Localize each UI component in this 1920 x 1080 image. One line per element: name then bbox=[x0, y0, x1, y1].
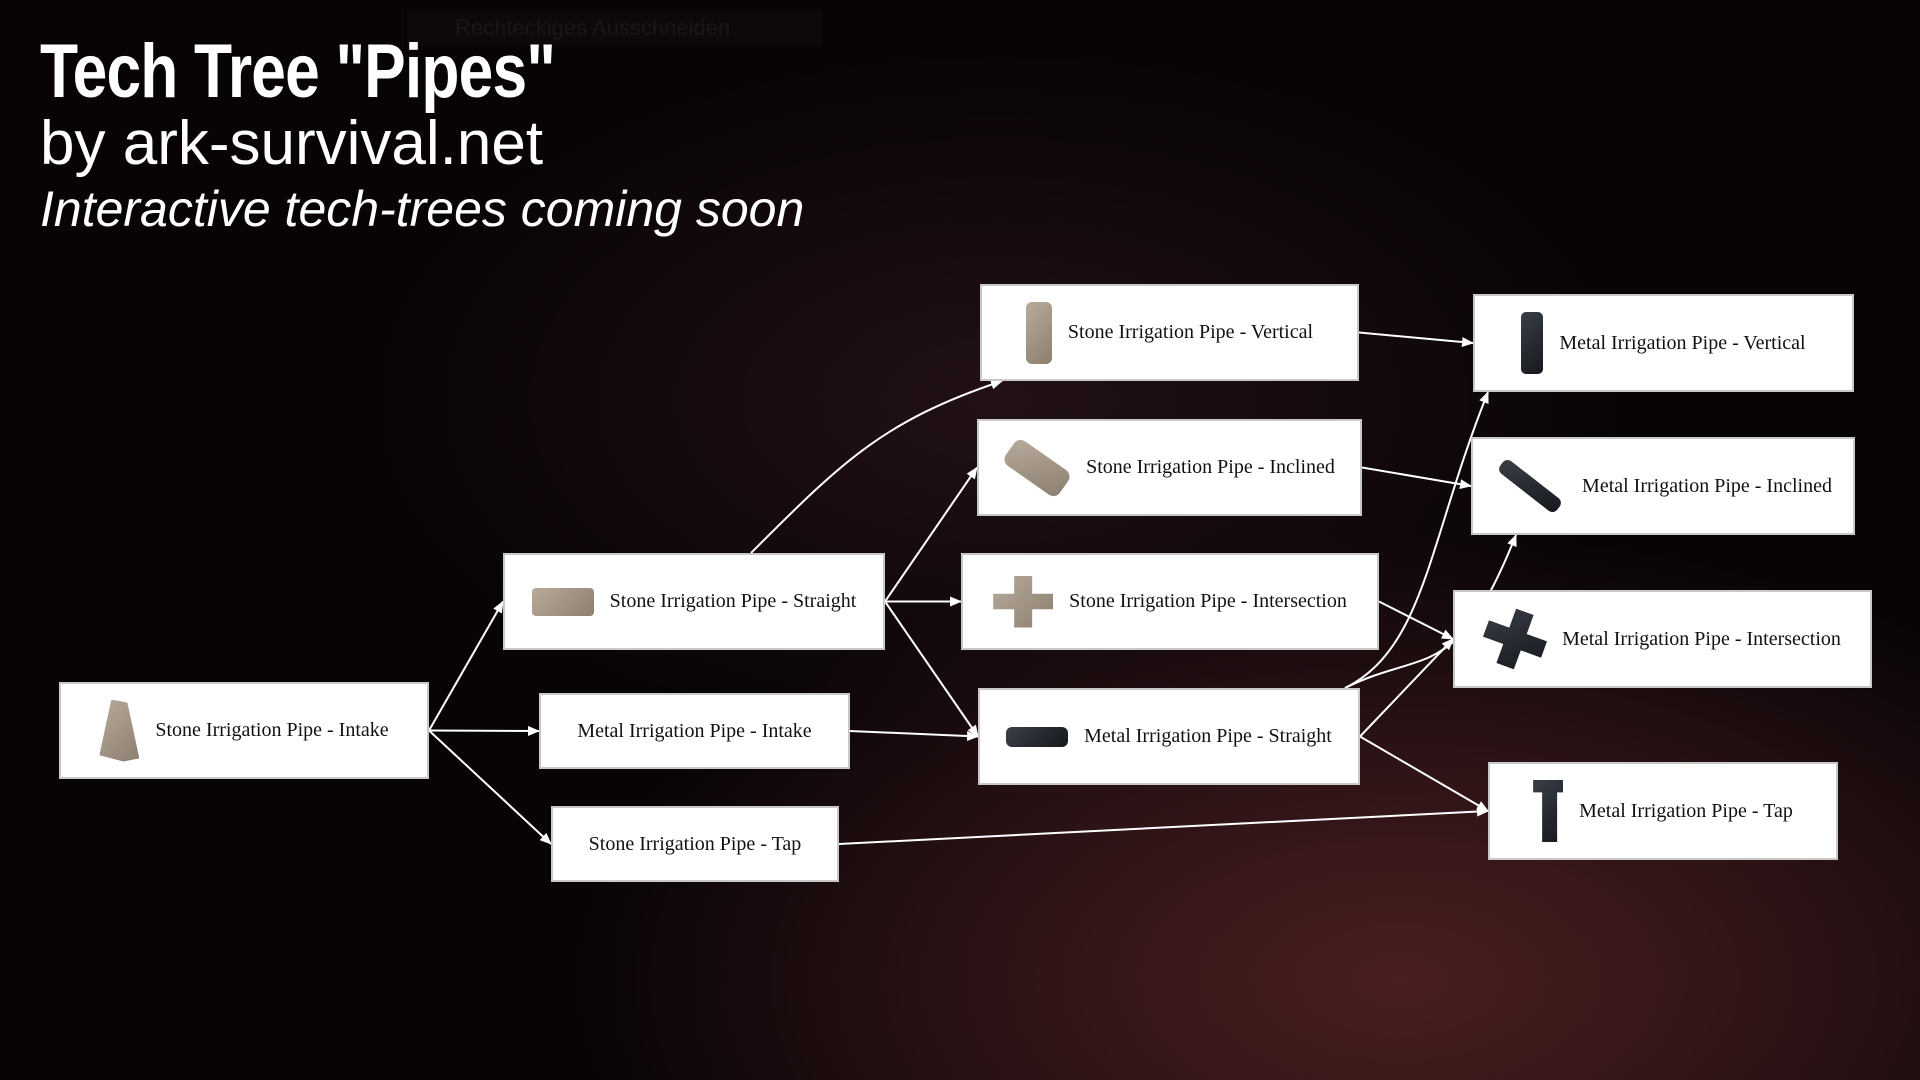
node-stone-vertical[interactable]: Stone Irrigation Pipe - Vertical bbox=[980, 284, 1359, 381]
node-stone-inclined[interactable]: Stone Irrigation Pipe - Inclined bbox=[977, 419, 1362, 516]
node-label: Stone Irrigation Pipe - Vertical bbox=[1067, 321, 1314, 343]
edge-stone-intake-to-stone-straight bbox=[428, 600, 504, 731]
node-stone-tap[interactable]: Stone Irrigation Pipe - Tap bbox=[551, 806, 839, 882]
node-stone-straight[interactable]: Stone Irrigation Pipe - Straight bbox=[503, 553, 885, 650]
node-metal-inclined[interactable]: Metal Irrigation Pipe - Inclined bbox=[1471, 437, 1855, 535]
edge-metal-straight-to-metal-inclined bbox=[1344, 534, 1517, 689]
metal-vertical-icon bbox=[1521, 312, 1544, 374]
metal-tap-icon bbox=[1533, 780, 1564, 842]
edge-stone-intake-to-stone-tap bbox=[428, 729, 552, 845]
node-stone-intake[interactable]: Stone Irrigation Pipe - Intake bbox=[59, 682, 429, 779]
byline: by ark-survival.net bbox=[40, 109, 544, 178]
edge-metal-straight-to-metal-tap bbox=[1359, 735, 1489, 812]
snipping-tool-overlay: Rechteckiges Ausschneiden bbox=[407, 9, 822, 47]
edge-metal-straight-to-metal-intersection bbox=[1359, 638, 1454, 738]
node-stone-intersection[interactable]: Stone Irrigation Pipe - Intersection bbox=[961, 553, 1379, 650]
node-label: Metal Irrigation Pipe - Inclined bbox=[1582, 474, 1832, 497]
node-label: Stone Irrigation Pipe - Intake bbox=[155, 719, 389, 741]
edge-stone-intersection-to-metal-intersection bbox=[1378, 600, 1454, 640]
node-label: Metal Irrigation Pipe - Straight bbox=[1084, 725, 1332, 747]
stone-vertical-icon bbox=[1025, 301, 1052, 364]
edge-stone-vertical-to-metal-vertical bbox=[1358, 331, 1474, 347]
metal-straight-icon bbox=[1006, 726, 1069, 747]
node-label: Stone Irrigation Pipe - Tap bbox=[588, 832, 802, 855]
edge-stone-straight-to-stone-vertical bbox=[750, 379, 1003, 554]
node-label: Metal Irrigation Pipe - Intake bbox=[577, 719, 812, 742]
stone-straight-icon bbox=[531, 587, 594, 616]
edge-metal-straight-to-metal-vertical bbox=[1344, 391, 1489, 689]
stone-inclined-icon bbox=[1001, 436, 1073, 499]
edge-metal-intake-to-metal-straight bbox=[849, 730, 979, 742]
node-label: Metal Irrigation Pipe - Tap bbox=[1579, 799, 1793, 822]
tagline: Interactive tech-trees coming soon bbox=[40, 181, 805, 237]
edge-stone-tap-to-metal-tap bbox=[838, 806, 1489, 845]
node-label: Stone Irrigation Pipe - Straight bbox=[609, 590, 857, 612]
stone-intake-icon bbox=[99, 699, 140, 762]
edge-stone-intake-to-metal-intake bbox=[428, 725, 540, 736]
node-metal-vertical[interactable]: Metal Irrigation Pipe - Vertical bbox=[1473, 294, 1854, 392]
page-title: Tech Tree "Pipes" bbox=[40, 29, 556, 114]
edge-stone-straight-to-metal-straight bbox=[884, 600, 979, 738]
node-label: Metal Irrigation Pipe - Intersection bbox=[1562, 627, 1841, 650]
metal-intersection-icon bbox=[1476, 601, 1554, 677]
node-label: Metal Irrigation Pipe - Vertical bbox=[1559, 331, 1806, 354]
metal-inclined-icon bbox=[1496, 457, 1564, 515]
stone-intersection-icon bbox=[993, 575, 1054, 628]
node-label: Stone Irrigation Pipe - Intersection bbox=[1069, 590, 1347, 612]
node-metal-straight[interactable]: Metal Irrigation Pipe - Straight bbox=[978, 688, 1360, 785]
node-label: Stone Irrigation Pipe - Inclined bbox=[1086, 456, 1335, 478]
node-metal-intake[interactable]: Metal Irrigation Pipe - Intake bbox=[539, 693, 850, 769]
node-metal-tap[interactable]: Metal Irrigation Pipe - Tap bbox=[1488, 762, 1838, 860]
edge-stone-inclined-to-metal-inclined bbox=[1361, 466, 1472, 490]
node-metal-intersection[interactable]: Metal Irrigation Pipe - Intersection bbox=[1453, 590, 1872, 688]
edge-stone-straight-to-stone-inclined bbox=[884, 466, 978, 603]
